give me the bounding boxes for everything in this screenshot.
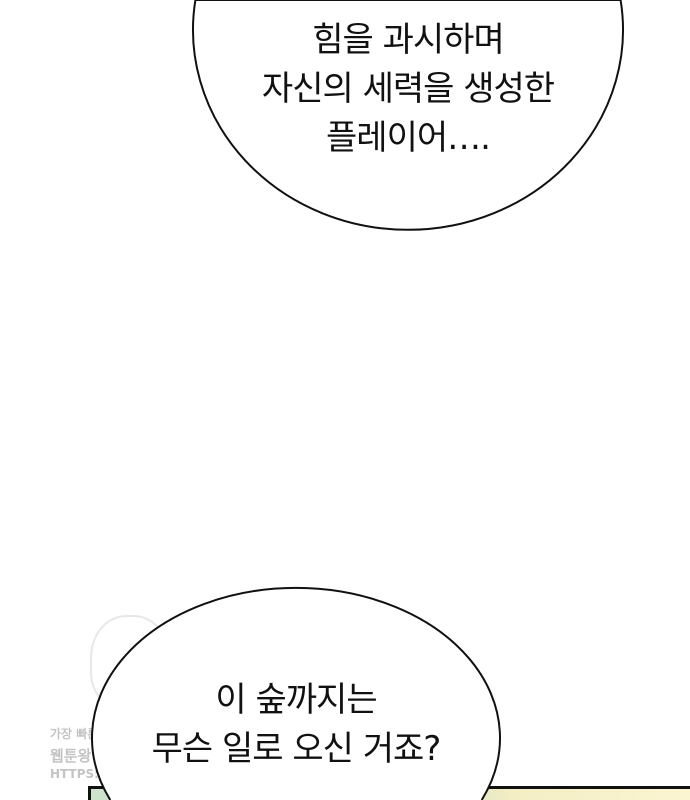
speech-bubble-bottom <box>91 586 501 800</box>
speech-line: 이 숲까지는 <box>215 680 377 720</box>
speech-line: 자신의 세력을 생성한 <box>261 69 555 109</box>
speech-text-bottom: 이 숲까지는 무슨 일로 오신 거죠? <box>92 676 500 774</box>
speech-line: 플레이어…. <box>326 118 491 158</box>
speech-text-top: 힘을 과시하며 자신의 세력을 생성한 플레이어…. <box>193 16 623 163</box>
speech-bubble-top <box>192 0 624 231</box>
speech-line: 힘을 과시하며 <box>312 20 505 60</box>
speech-line: 무슨 일로 오신 거죠? <box>151 729 442 769</box>
